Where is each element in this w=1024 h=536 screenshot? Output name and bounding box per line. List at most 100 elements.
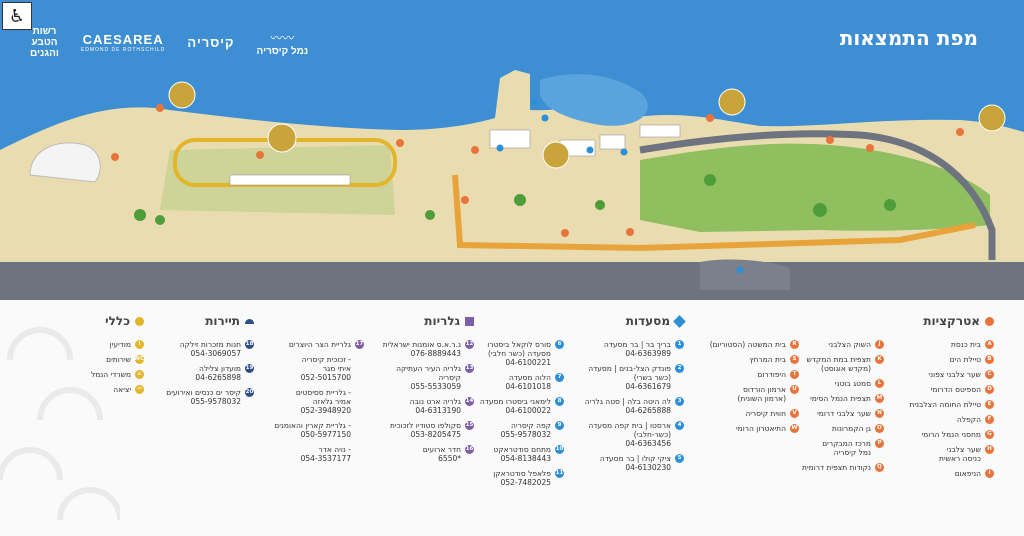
waves-icon: 〰〰: [270, 30, 295, 45]
legend-text: השוק הצלבני: [828, 340, 871, 349]
legend-text: בית המרחץ: [749, 355, 786, 364]
legend-text: מרכז המבקרים נמל קיסריה: [822, 439, 871, 457]
legend-label: התיאטרון הרומי: [735, 424, 786, 433]
legend-badge: C: [985, 370, 994, 379]
legend-label: הספיטס הדרומי: [930, 385, 981, 394]
attraction-pins: [111, 104, 964, 237]
legend-badge: H: [985, 445, 994, 454]
legend-item[interactable]: C שער צלבני צפוני: [899, 370, 994, 379]
legend-phone: 054-3069057: [190, 349, 241, 358]
legend-badge: 15: [465, 421, 474, 430]
legend-label: בית המשטה (הסטוריום): [709, 340, 786, 349]
legend-text: שער צלבני דרומי: [817, 409, 871, 418]
gold-markers: [168, 81, 1006, 169]
harbour-water: [540, 74, 648, 126]
general-heading: כללי: [74, 314, 144, 328]
legend-label: בית כנסת: [950, 340, 981, 349]
tours-heading: תיירות: [144, 314, 254, 328]
road-curve: [639, 130, 996, 260]
legend-phone: 054-3537177: [300, 454, 351, 463]
legend-badge: 7: [555, 373, 564, 382]
legend-text: הניפאום: [955, 469, 981, 478]
attractions-heading: אטרקציות: [694, 314, 994, 328]
legend-text: חווית קיסריה: [745, 409, 786, 418]
legend-badge: F: [985, 415, 994, 424]
legend-phone: 04-6363456: [625, 439, 671, 448]
legend-label: מרכז המבקרים נמל קיסריה: [822, 439, 871, 457]
map-illustration[interactable]: [0, 0, 1024, 300]
legend-text: בית המשטה (הסטוריום): [710, 340, 786, 349]
legend-label: תצפית הנמל הסימי: [810, 394, 871, 403]
general-section: כללי: [74, 314, 144, 336]
legend-phone: 04-6100022: [505, 406, 551, 415]
legend-badge: 17: [355, 340, 364, 349]
legend-text: שער צלבני צפוני: [928, 370, 981, 379]
legend-label: מודיעין: [109, 340, 131, 349]
legend-item[interactable]: ⇦יציאה: [74, 385, 144, 394]
trees: [134, 174, 896, 225]
legend-text: משרדי הנמל: [91, 370, 131, 379]
legend-badge: 20: [245, 388, 254, 397]
legend-badge: 12: [465, 340, 474, 349]
legend-phone: 04-6265888: [625, 406, 671, 415]
legend-label: יציאה: [113, 385, 131, 394]
legend-item[interactable]: ⌂משרדי הנמל: [74, 370, 144, 379]
legend-label: מחסני הנמל הרומי: [921, 430, 981, 439]
legend-label: ארסטו | בית קפה מסעדה (כשר-חלבי): [588, 421, 671, 439]
roman-theater: [29, 142, 101, 183]
